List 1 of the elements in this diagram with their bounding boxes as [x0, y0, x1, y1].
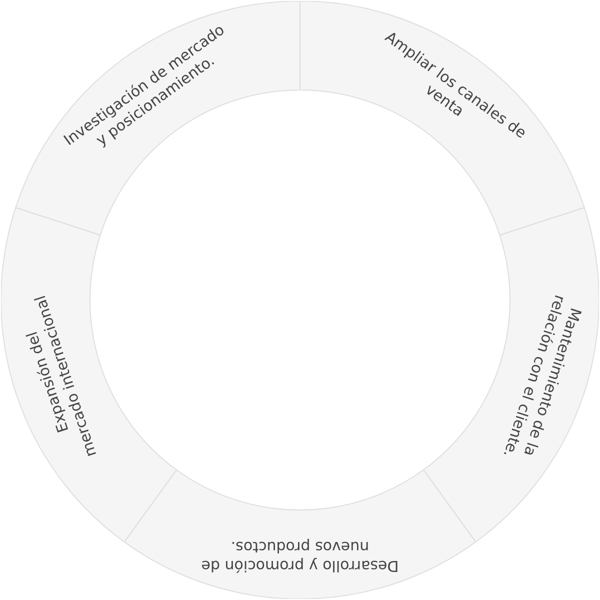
segment-label: Desarrollo y promoción de nuevos productos.	[200, 537, 400, 575]
